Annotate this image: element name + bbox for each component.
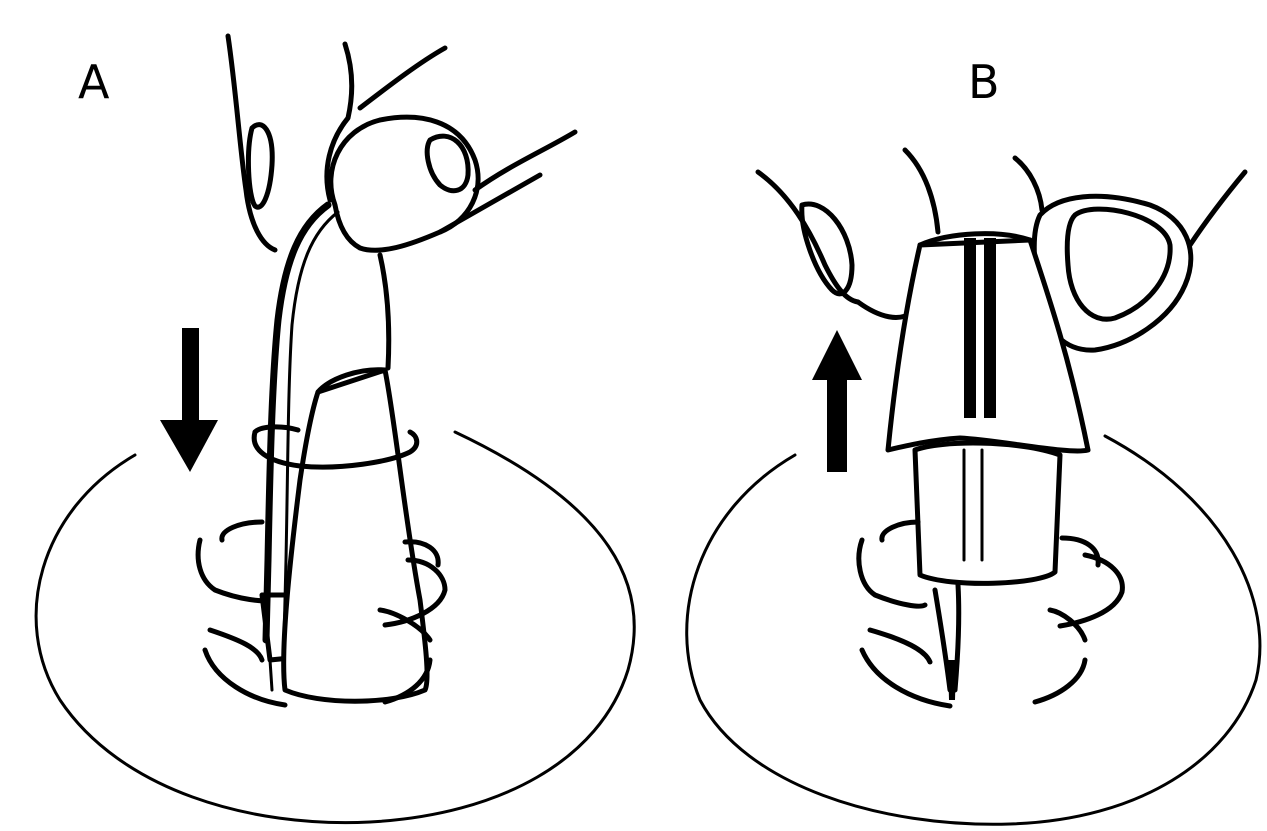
panel-b-flange-base — [862, 650, 1085, 706]
panel-a-thumb — [331, 117, 478, 250]
down-arrow-icon — [160, 328, 218, 472]
panel-a-band-2 — [255, 427, 298, 432]
panel-a: A — [36, 36, 634, 823]
panel-b-sleeve-stripe — [964, 238, 976, 418]
panel-b-finger-mid-2 — [1015, 158, 1042, 210]
panel-b-finger-mid — [905, 150, 938, 232]
panel-a-finger-wrap — [380, 255, 389, 368]
panel-b-label: B — [968, 55, 1000, 109]
panel-a-thumbnail — [427, 136, 468, 191]
panel-b-sleeve-stripe-2 — [984, 238, 996, 418]
panel-b-flange-slot — [870, 610, 1085, 662]
panel-a-finger-left-nail — [248, 125, 272, 208]
panel-a-needle-tip — [270, 660, 272, 690]
panel-b-finger-left-nail — [802, 204, 852, 294]
panel-a-hand-edge — [360, 48, 445, 108]
panel-b-hand-edge — [1190, 172, 1245, 245]
panel-b-thumbnail — [1067, 209, 1170, 319]
panel-b-cylinder — [915, 443, 1060, 583]
panel-a-cone — [284, 370, 427, 701]
panel-a-label: A — [78, 55, 110, 109]
panel-b-drip — [948, 660, 956, 700]
panel-a-thumb-lower-2 — [440, 175, 540, 232]
panel-b-needle — [935, 590, 950, 690]
up-arrow-icon — [812, 330, 862, 472]
panel-b: B — [687, 55, 1260, 824]
